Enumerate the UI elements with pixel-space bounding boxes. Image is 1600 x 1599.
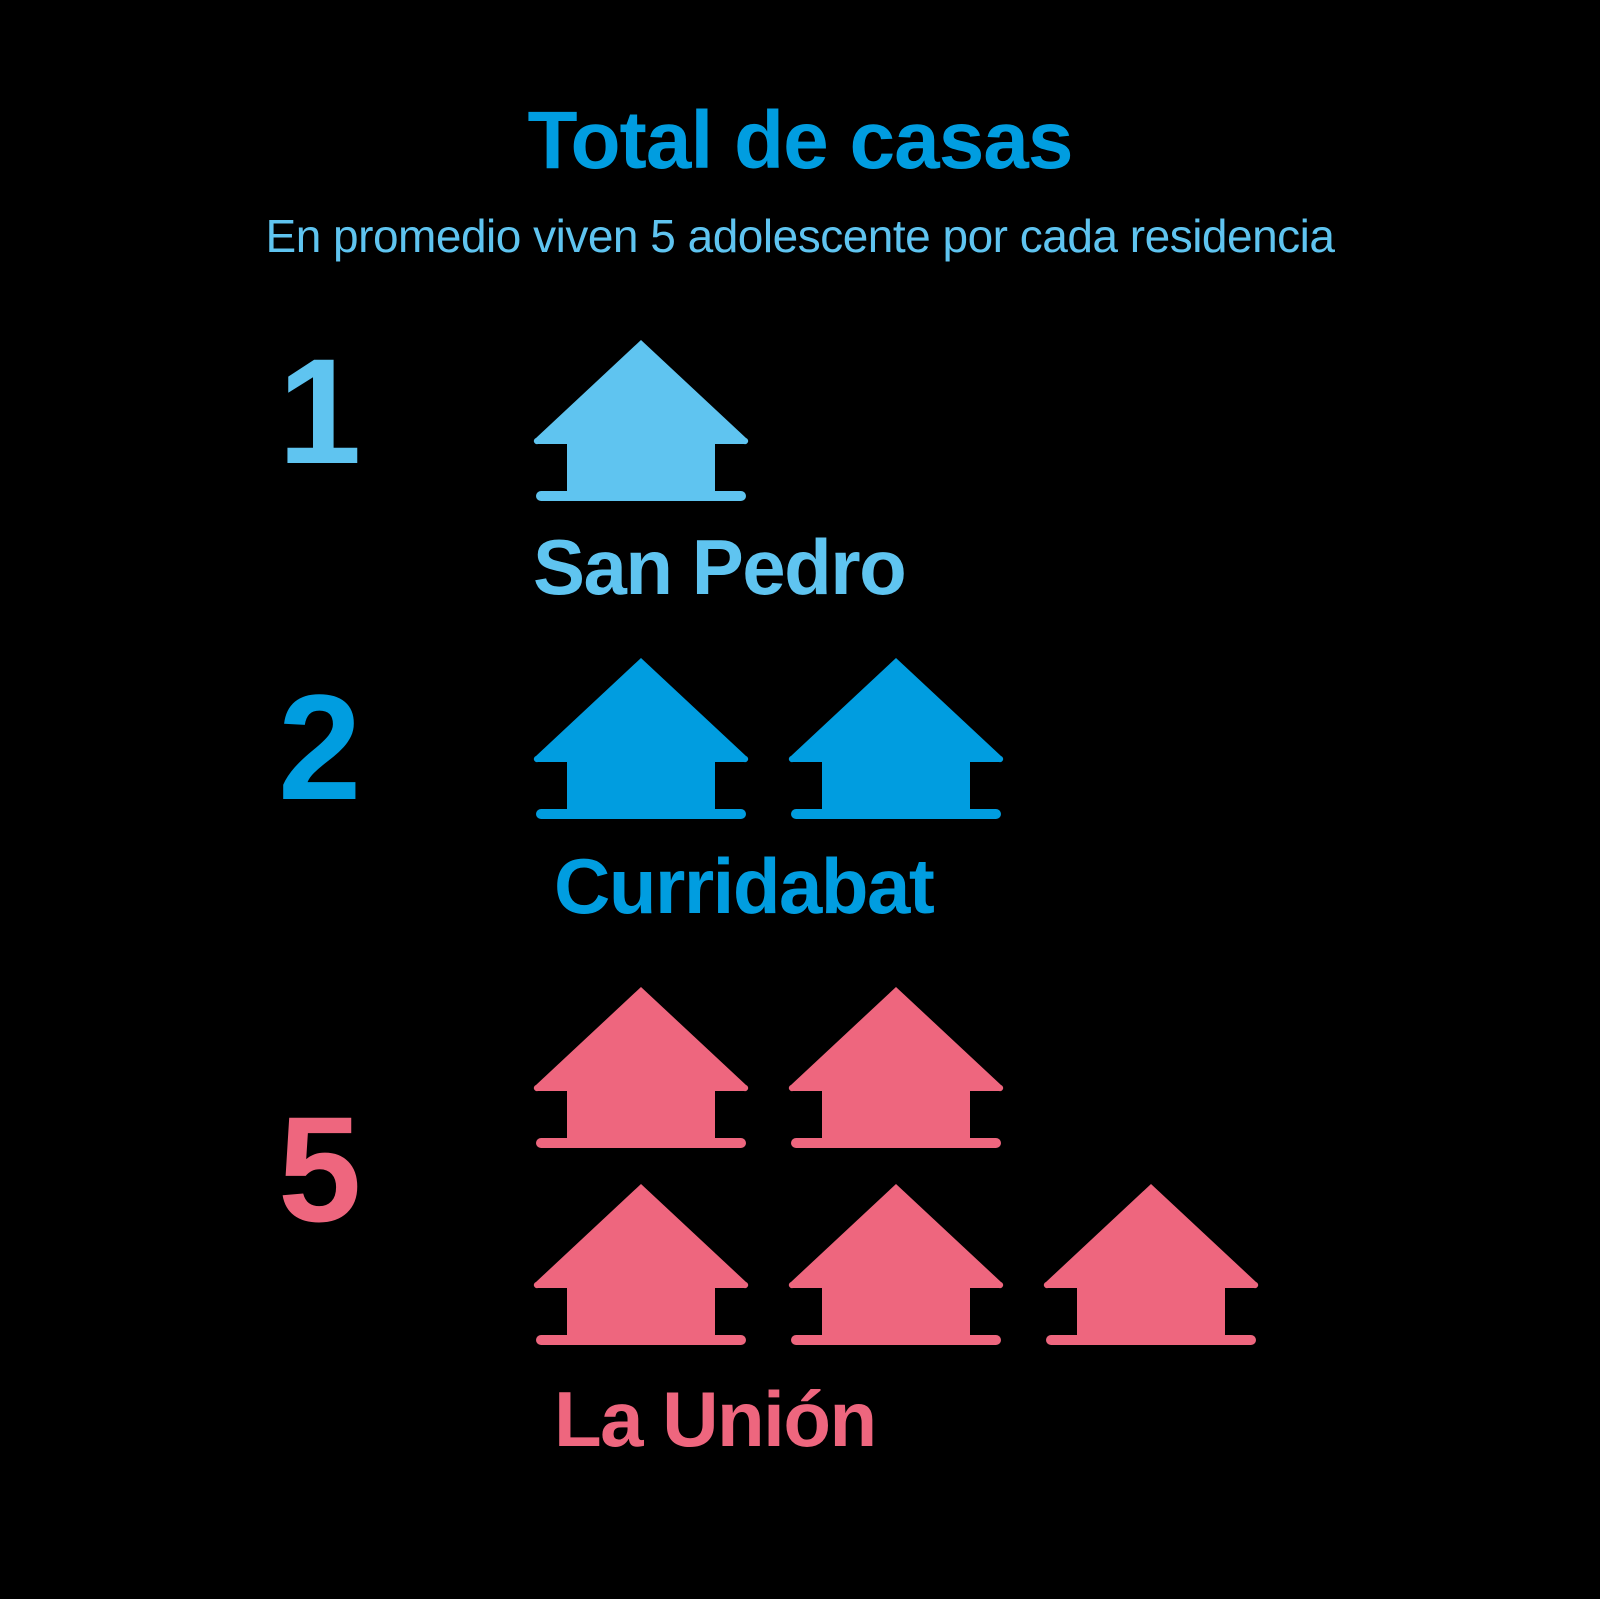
house-icon [788, 985, 1004, 1157]
house-icon [1043, 1182, 1259, 1354]
row-count-la-union: 5 [278, 1085, 361, 1253]
house-icon [788, 1182, 1004, 1354]
row-label-la-union: La Unión [554, 1375, 877, 1463]
house-icon [533, 338, 749, 510]
house-icon [533, 1182, 749, 1354]
row-count-curridabat: 2 [278, 663, 361, 831]
row-count-san-pedro: 1 [278, 327, 361, 495]
row-label-san-pedro: San Pedro [533, 523, 907, 611]
house-icon [533, 656, 749, 828]
house-icon [788, 656, 1004, 828]
chart-subtitle: En promedio viven 5 adolescente por cada… [265, 210, 1335, 262]
row-label-curridabat: Curridabat [554, 842, 935, 930]
page-title: Total de casas [527, 95, 1073, 186]
house-icon [533, 985, 749, 1157]
